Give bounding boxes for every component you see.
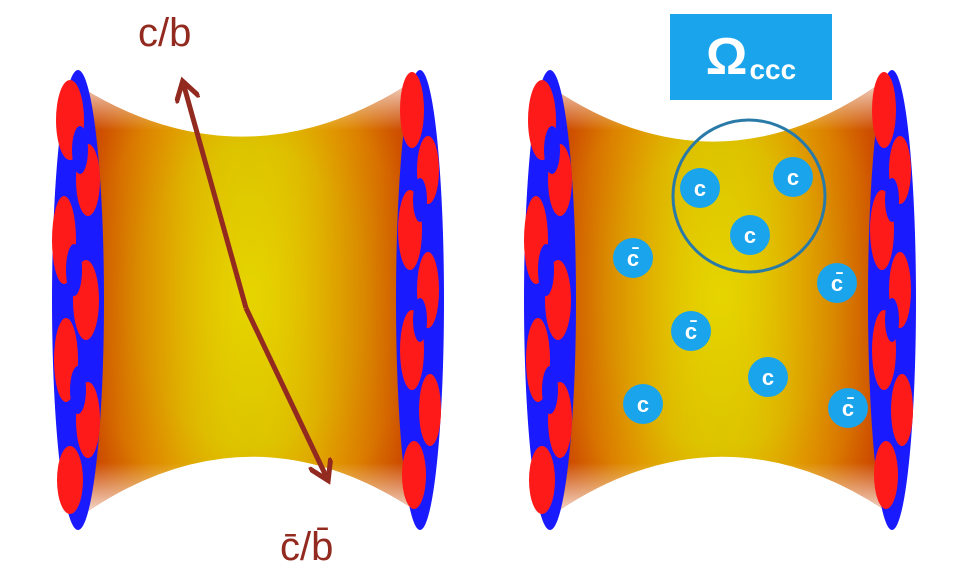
quark-c-in-2: c — [773, 157, 813, 197]
quark-label: c — [694, 176, 706, 201]
nucleus-right-b — [868, 70, 916, 530]
quark-label: c̄ — [627, 246, 640, 271]
quark-cbar-out-3: c̄ — [671, 311, 711, 351]
nucleus-left-a — [52, 70, 104, 530]
quark-c-in-1: c — [680, 168, 720, 208]
quark-label: c — [787, 165, 799, 190]
quark-cbar-out-2: c̄ — [817, 263, 857, 303]
left-panel: c/b c̄/b̄ — [52, 11, 444, 569]
quark-label: c̄ — [831, 271, 844, 296]
arrow-top-label: c/b — [138, 11, 191, 55]
right-panel: c c c c̄ c̄ c̄ c c — [524, 70, 916, 530]
arrow-top — [184, 86, 249, 309]
quark-cbar-out-1: c̄ — [613, 238, 653, 278]
omega-subscript: ccc — [749, 54, 797, 85]
omega-ccc-label: Ω ccc — [670, 14, 832, 100]
omega-symbol: Ω — [705, 28, 748, 86]
quark-label: c̄ — [842, 396, 855, 421]
arrow-bottom-label: c̄/b̄ — [280, 525, 333, 569]
arrow-bottom — [243, 306, 326, 476]
quark-cbar-out-4: c̄ — [828, 388, 868, 428]
quark-label: c — [744, 223, 756, 248]
omega-ccc-label-box: Ω ccc — [670, 14, 832, 100]
quark-label: c̄ — [685, 319, 698, 344]
medium-fade-left — [82, 78, 418, 515]
nucleus-right-a — [524, 70, 576, 530]
quark-c-in-3: c — [730, 215, 770, 255]
quark-c-out-2: c — [623, 384, 663, 424]
quark-c-out-1: c — [748, 357, 788, 397]
quark-label: c — [637, 392, 649, 417]
nucleus-left-b — [396, 70, 444, 530]
quark-label: c — [762, 365, 774, 390]
baryon-circle — [671, 118, 827, 274]
